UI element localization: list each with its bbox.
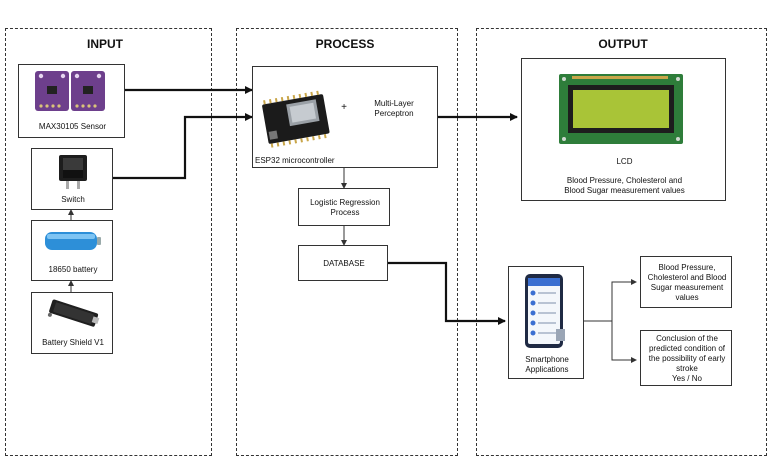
input-title: INPUT: [87, 37, 123, 51]
smartphone-icon: [525, 274, 565, 348]
wire-switch-to-esp32: [113, 113, 253, 180]
esp32-box: + Multi-Layer Perceptron ESP32 microcont…: [252, 66, 438, 168]
rocker-switch-icon: [59, 155, 87, 189]
logistic-regression-label: Logistic Regression Process: [310, 198, 380, 217]
battery-shield-icon: [47, 299, 100, 327]
battery-box: 18650 battery: [31, 220, 113, 281]
sensor-label: MAX30105 Sensor: [38, 122, 107, 131]
plus-sign: +: [341, 102, 347, 113]
sensor-module-icon: [35, 71, 105, 111]
output-title: OUTPUT: [598, 37, 648, 51]
wire-database-to-smartphone: [388, 261, 506, 325]
switch-label: Switch: [61, 195, 85, 204]
esp32-board-icon: [262, 90, 330, 148]
measurement-values-label: Blood Pressure, Cholesterol and Blood Su…: [647, 263, 727, 302]
output-section: [476, 28, 767, 456]
process-title: PROCESS: [315, 37, 375, 51]
input-section: [5, 28, 212, 456]
process-section: [236, 28, 458, 456]
switch-box: Switch: [31, 148, 113, 210]
battery-label: 18650 battery: [48, 265, 98, 274]
measurement-values-box: Blood Pressure, Cholesterol and Blood Su…: [640, 256, 732, 308]
database-box: DATABASE: [298, 245, 388, 281]
lcd-description: Blood Pressure, Cholesterol and Blood Su…: [564, 176, 685, 195]
esp32-label: ESP32 microcontroller: [255, 156, 335, 165]
lcd-label: LCD: [616, 157, 633, 166]
lcd-box: LCD Blood Pressure, Cholesterol and Bloo…: [521, 58, 726, 201]
wire-smartphone-to-conclusion: [611, 321, 637, 363]
lcd-display-icon: [559, 74, 683, 144]
wire-smartphone-to-results: [584, 279, 637, 322]
mlp-label: Multi-Layer Perceptron: [374, 99, 414, 118]
conclusion-box: Conclusion of the predicted condition of…: [640, 330, 732, 386]
battery-icon: [45, 232, 101, 250]
database-label: DATABASE: [323, 259, 365, 268]
logistic-regression-box: Logistic Regression Process: [298, 188, 390, 226]
smartphone-box: Smartphone Applications: [508, 266, 584, 379]
sensor-box: MAX30105 Sensor: [18, 64, 125, 138]
smartphone-label: Smartphone Applications: [525, 355, 569, 374]
shield-label: Battery Shield V1: [42, 338, 104, 347]
conclusion-label: Conclusion of the predicted condition of…: [648, 334, 726, 383]
shield-box: Battery Shield V1: [31, 292, 113, 354]
